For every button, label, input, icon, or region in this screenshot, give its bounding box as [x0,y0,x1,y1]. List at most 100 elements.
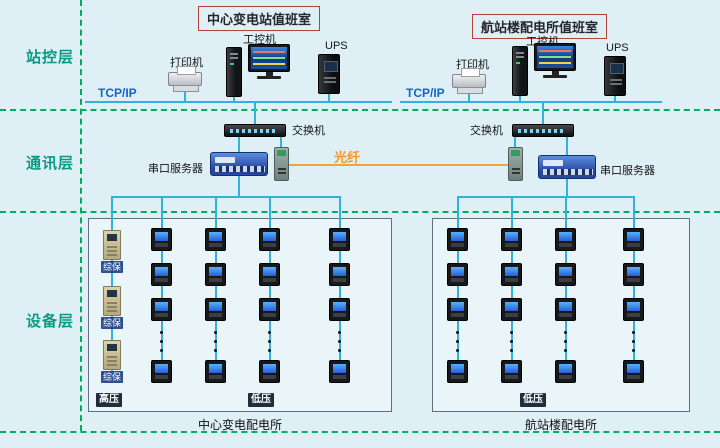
ups-icon [318,54,340,94]
bus-line [85,101,392,103]
connection-line [328,94,330,101]
power-meter-icon [447,360,468,383]
bus-line [400,101,662,103]
power-meter-icon [447,298,468,321]
connection-line [468,93,470,101]
power-meter-icon [623,298,644,321]
power-meter-icon [623,228,644,251]
power-meter-icon [555,228,576,251]
panel-caption-right: 航站楼配电所 [524,418,597,432]
monitor-stand [551,71,559,75]
tcpip-label: TCP/IP [406,86,445,100]
monitor-base [257,76,281,79]
power-meter-icon [205,263,226,286]
power-meter-icon [151,263,172,286]
monitor-screen [537,46,573,68]
bus-line [112,196,341,198]
power-meter-icon [329,298,350,321]
ellipsis-dots [214,331,217,352]
switch-label: 交换机 [292,125,325,137]
power-meter-icon [205,298,226,321]
connection-line [614,96,616,101]
fiber-label: 光纤 [334,150,361,165]
power-meter-icon [555,298,576,321]
lv-badge: 低压 [520,393,546,407]
lv-badge: 低压 [248,393,274,407]
power-meter-icon [501,228,522,251]
monitor-stand [265,72,273,76]
ups-label: UPS [606,42,629,54]
protection-relay-label: 综保 [101,317,124,329]
power-meter-icon [501,298,522,321]
power-meter-icon [205,228,226,251]
layer-divider-vertical [80,0,82,431]
connection-line [184,91,186,101]
ellipsis-dots [632,331,635,352]
layer-label-device: 设备层 [26,313,75,330]
power-meter-icon [501,360,522,383]
connection-line [566,137,568,155]
monitor-icon [534,43,576,78]
power-meter-icon [555,360,576,383]
monitor-base [543,75,567,78]
power-meter-icon [259,360,280,383]
connection-line [514,137,516,147]
connection-line [519,96,521,101]
serial-server-label: 串口服务器 [148,163,203,175]
ethernet-switch-icon [512,124,574,137]
ellipsis-dots [338,331,341,352]
ups-icon [604,56,626,96]
layer-label-station: 站控层 [26,49,75,66]
bus-line [458,196,635,198]
power-meter-icon [501,263,522,286]
printer-icon [168,66,202,92]
connection-line [238,137,240,152]
workstation-label: 工控机 [243,34,276,46]
power-meter-icon [151,298,172,321]
connection-line [111,196,113,372]
printer-icon [452,68,486,94]
layer-divider [0,211,720,213]
serial-server-icon [210,152,268,176]
power-meter-icon [151,228,172,251]
ethernet-switch-icon [224,124,286,137]
fiber-line [289,164,508,166]
power-meter-icon [447,263,468,286]
layer-divider [0,431,720,433]
protection-relay-label: 综保 [101,371,124,383]
protection-relay-icon [103,286,121,316]
ups-label: UPS [325,40,348,52]
fiber-converter-icon [508,147,523,181]
connection-line [566,179,568,196]
power-meter-icon [329,360,350,383]
protection-relay-label: 综保 [101,261,124,273]
power-meter-icon [329,228,350,251]
monitor-icon [248,44,290,79]
ellipsis-dots [160,331,163,352]
serial-server-label: 串口服务器 [600,165,655,177]
monitor-frame [534,43,576,71]
ellipsis-dots [268,331,271,352]
room-title-right: 航站楼配电所值班室 [472,14,608,39]
connection-line [542,103,544,124]
power-meter-icon [329,263,350,286]
connection-line [254,103,256,124]
ellipsis-dots [510,331,513,352]
power-meter-icon [259,263,280,286]
power-meter-icon [259,228,280,251]
ellipsis-dots [456,331,459,352]
hv-badge: 高压 [96,393,122,407]
connection-line [233,97,235,101]
protection-relay-icon [103,230,121,260]
tcpip-label: TCP/IP [98,86,137,100]
layer-label-comm: 通讯层 [26,155,75,172]
ellipsis-dots [564,331,567,352]
serial-server-icon [538,155,596,179]
panel-caption-left: 中心变电配电所 [197,418,282,432]
power-meter-icon [205,360,226,383]
monitor-screen [251,47,287,69]
switch-label: 交换机 [470,125,503,137]
layer-divider [0,109,720,111]
power-meter-icon [151,360,172,383]
